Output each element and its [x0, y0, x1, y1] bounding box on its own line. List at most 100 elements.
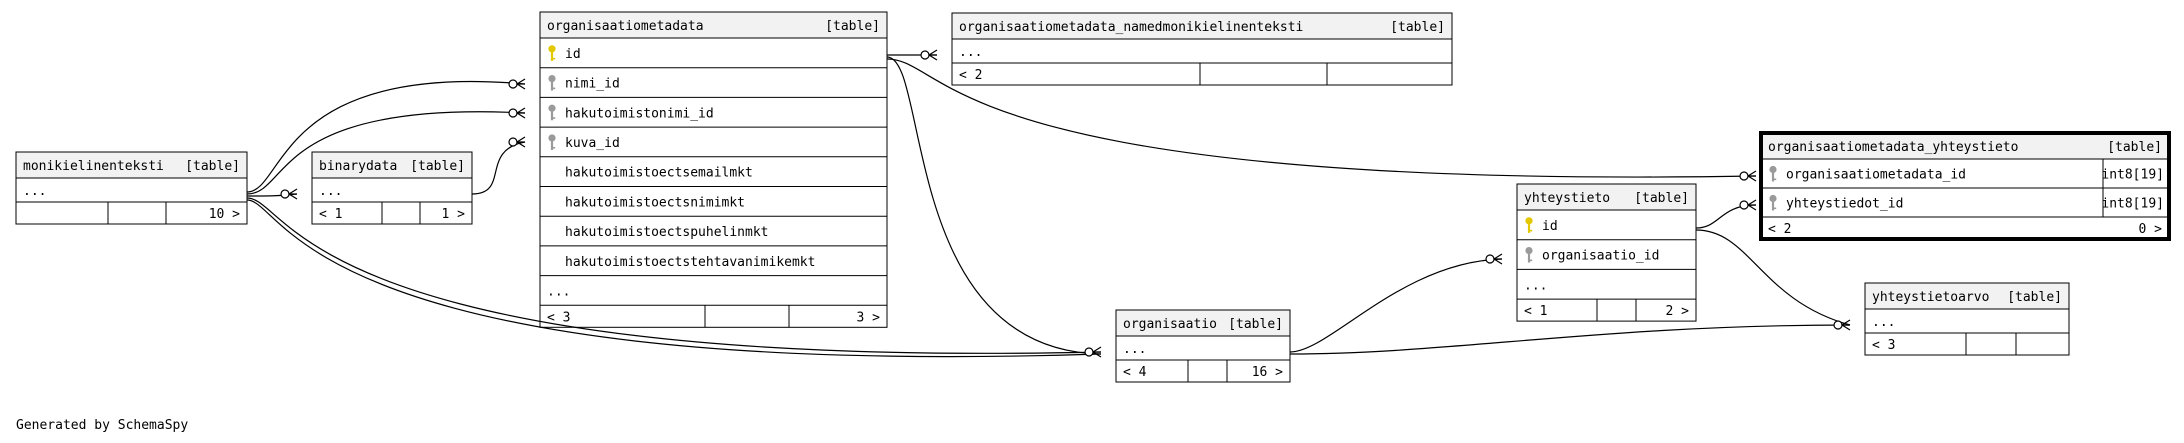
parents-count[interactable]: < 4 [1123, 365, 1147, 380]
column-type: int8[19] [2101, 168, 2164, 183]
children-count[interactable]: 10 > [209, 207, 240, 222]
relationship-line-9 [1289, 258, 1503, 353]
column-nimi-id[interactable]: nimi_id [565, 77, 620, 92]
relationship-line-5 [246, 199, 1102, 358]
relationship-line-0 [246, 81, 526, 193]
table-organisaatiometadata[interactable]: organisaatiometadata [table] id nimi_idhaku… [539, 11, 888, 328]
table-monikielinenteksti[interactable]: monikielinenteksti [table]... 10 > [15, 151, 248, 225]
table-frame [539, 11, 888, 328]
table-frame [1516, 183, 1697, 322]
foreign-key-icon [548, 104, 556, 121]
relationship-line-7 [886, 56, 1102, 355]
foreign-key-icon [1525, 246, 1533, 263]
parents-count[interactable]: < 3 [1872, 338, 1895, 353]
table-header [16, 152, 247, 178]
table-type-tag: [table] [2007, 290, 2062, 305]
table-ory[interactable]: organisaatiometadata_yhteystieto [table] o… [1759, 131, 2171, 241]
children-count[interactable]: 2 > [1666, 304, 1690, 319]
table-name: yhteystieto [1524, 191, 1610, 206]
table-name: binarydata [319, 159, 397, 174]
table-organisaatio[interactable]: organisaatio [table]... < 4 16 > [1115, 309, 1291, 383]
table-name: monikielinenteksti [23, 159, 164, 174]
table-header [312, 152, 472, 178]
table-type-tag: [table] [1228, 317, 1283, 332]
table-header [540, 12, 887, 38]
table-type-tag: [table] [185, 159, 240, 174]
table-type-tag: [table] [2107, 140, 2162, 155]
crows-foot-end [1739, 170, 1757, 182]
table-header [1865, 283, 2069, 309]
table-type-tag: [table] [1390, 20, 1445, 35]
tables-layer: organisaatiometadata [table] id nimi_idhaku… [15, 11, 2171, 383]
table-name: organisaatiometadata [547, 19, 704, 34]
table-yhteystietoarvo[interactable]: yhteystietoarvo [table]... < 3 [1864, 282, 2070, 356]
parents-count[interactable]: < 3 [547, 310, 570, 325]
relationship-line-12 [1695, 229, 1851, 326]
column--[interactable]: ... [1123, 342, 1146, 357]
column-hakutoimistoectsnimimkt[interactable]: hakutoimistoectsnimimkt [565, 195, 745, 210]
relationship-line-4 [246, 197, 1102, 354]
table-name: organisaatiometadata_yhteystieto [1768, 140, 2018, 155]
parents-count[interactable]: < 1 [1524, 304, 1547, 319]
foreign-key-icon [1769, 165, 1777, 182]
children-count[interactable]: 3 > [857, 310, 881, 325]
column-hakutoimistoectsemailmkt[interactable]: hakutoimistoectsemailmkt [565, 166, 753, 181]
column-id[interactable]: id [565, 47, 581, 62]
table-name: yhteystietoarvo [1872, 290, 1989, 305]
foreign-key-icon [1769, 194, 1777, 211]
table-header [1116, 310, 1290, 336]
table-frame [951, 12, 1453, 86]
table-header [1517, 184, 1696, 210]
crows-foot-end [1739, 199, 1757, 211]
column--[interactable]: ... [547, 284, 570, 299]
crows-foot-end [1084, 346, 1102, 358]
parents-count[interactable]: < 2 [1768, 222, 1791, 237]
column--[interactable]: ... [959, 45, 982, 60]
column-organisaatio-id[interactable]: organisaatio_id [1542, 249, 1659, 264]
table-yhteystieto[interactable]: yhteystieto [table] id organisaatio_id... < … [1516, 183, 1697, 322]
column--[interactable]: ... [319, 184, 342, 199]
column--[interactable]: ... [23, 184, 46, 199]
column--[interactable]: ... [1524, 278, 1547, 293]
primary-key-icon [548, 45, 556, 61]
column-yhteystiedot-id[interactable]: yhteystiedot_id [1786, 197, 1903, 212]
primary-key-icon [1525, 217, 1533, 233]
crows-foot-end [1485, 253, 1503, 265]
crows-foot-end [508, 107, 526, 119]
column--[interactable]: ... [1872, 315, 1895, 330]
table-binarydata[interactable]: binarydata [table]... < 1 1 > [311, 151, 473, 225]
table-type-tag: [table] [825, 19, 880, 34]
table-frame [1115, 309, 1291, 383]
table-header [1761, 133, 2169, 159]
column-type: int8[19] [2101, 197, 2164, 212]
crows-foot-end [920, 49, 938, 61]
table-header [952, 13, 1452, 39]
parents-count[interactable]: < 1 [319, 207, 342, 222]
crows-foot-end [508, 136, 526, 148]
relationship-lines [246, 49, 1851, 358]
children-count[interactable]: 16 > [1252, 365, 1283, 380]
crows-foot-end [280, 188, 298, 200]
table-frame [15, 151, 248, 225]
relationship-line-1 [246, 111, 526, 195]
table-frame [1759, 131, 2171, 241]
relationship-line-3 [471, 141, 526, 195]
column-hakutoimistonimi-id[interactable]: hakutoimistonimi_id [565, 106, 714, 121]
column-kuva-id[interactable]: kuva_id [565, 136, 620, 151]
column-hakutoimistoectspuhelinmkt[interactable]: hakutoimistoectspuhelinmkt [565, 225, 769, 240]
column-organisaatiometadata-id[interactable]: organisaatiometadata_id [1786, 168, 1966, 183]
relationship-line-8 [886, 58, 1757, 178]
relationship-line-10 [1289, 324, 1851, 355]
table-type-tag: [table] [410, 159, 465, 174]
table-name: organisaatio [1123, 317, 1217, 332]
foreign-key-icon [548, 74, 556, 91]
table-named[interactable]: organisaatiometadata_namedmonikielinente… [951, 12, 1453, 86]
table-type-tag: [table] [1634, 191, 1689, 206]
children-count[interactable]: 0 > [2139, 222, 2163, 237]
parents-count[interactable]: < 2 [959, 68, 982, 83]
column-hakutoimistoectstehtavanimikemkt[interactable]: hakutoimistoectstehtavanimikemkt [565, 255, 815, 270]
column-id[interactable]: id [1542, 219, 1558, 234]
foreign-key-icon [548, 134, 556, 150]
children-count[interactable]: 1 > [442, 207, 466, 222]
